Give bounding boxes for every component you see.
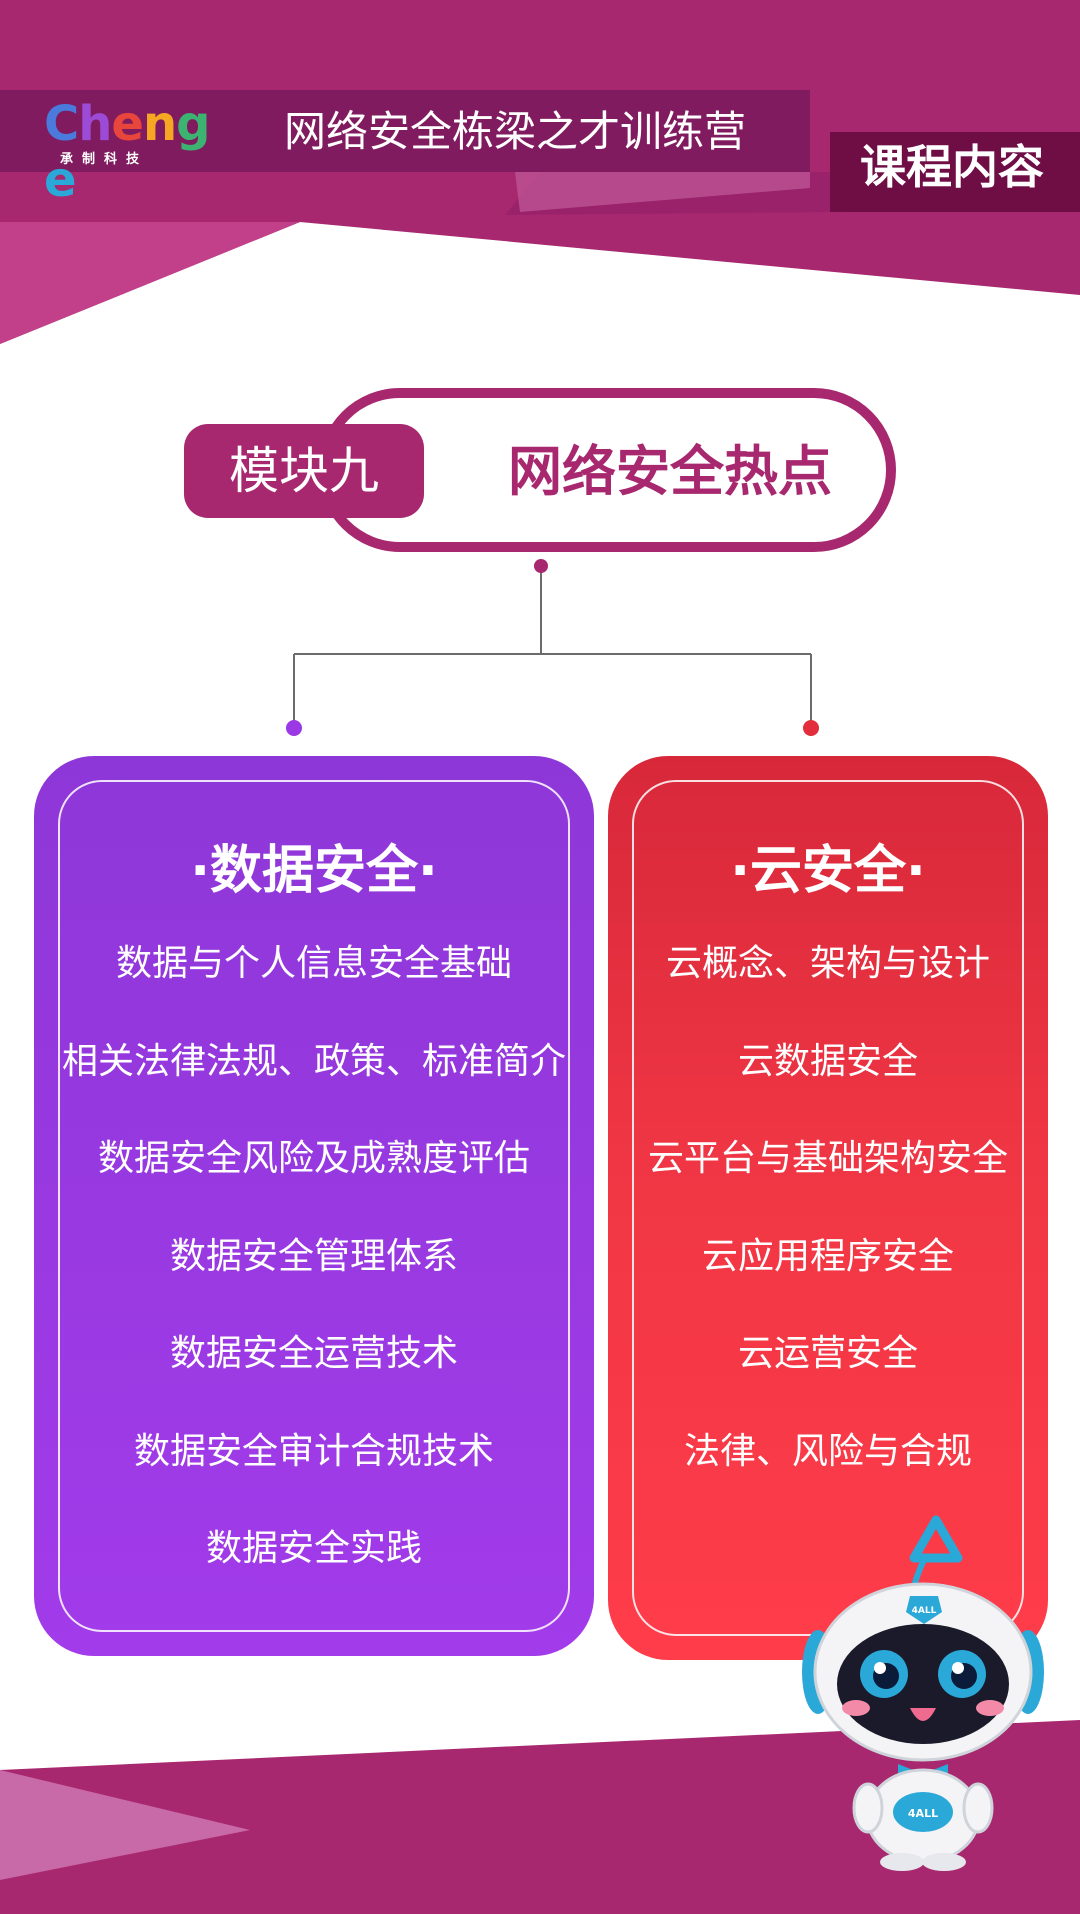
list-item: 云概念、架构与设计: [665, 943, 990, 984]
logo-letter: h: [78, 96, 112, 152]
badge-text: 4ALL: [912, 1606, 937, 1616]
logo-letter: g: [176, 96, 210, 152]
logo-letter: n: [142, 96, 177, 152]
header-bar: [0, 90, 810, 172]
data-security-card: ·数据安全· 数据与个人信息安全基础 相关法律法规、政策、标准简介 数据安全风险…: [34, 756, 594, 1656]
belly-text: 4ALL: [908, 1807, 938, 1820]
card-border: [58, 780, 570, 1632]
list-item: 数据安全运营技术: [169, 1333, 458, 1374]
card-title: ·云安全·: [730, 841, 926, 901]
list-item: 数据安全审计合规技术: [133, 1430, 494, 1472]
cloud-security-card: ·云安全· 云概念、架构与设计 云数据安全 云平台与基础架构安全 云应用程序安全…: [608, 756, 1048, 1660]
logo-letter: C: [44, 96, 79, 152]
module-tag: 模块九: [184, 424, 424, 518]
card-list: 云概念、架构与设计 云数据安全 云平台与基础架构安全 云应用程序安全 云运营安全…: [608, 934, 1048, 1519]
list-item: 数据与个人信息安全基础: [115, 943, 512, 984]
list-item: 数据安全风险及成熟度评估: [97, 1138, 530, 1179]
section-label: 课程内容: [860, 140, 1044, 194]
card-title: ·数据安全·: [190, 841, 438, 901]
list-item: 云平台与基础架构安全: [647, 1138, 1008, 1179]
list-item: 云运营安全: [737, 1333, 918, 1374]
brand-logo: Chenge 承制科技: [44, 96, 224, 208]
camp-title: 网络安全栋梁之才训练营: [284, 107, 747, 156]
logo-letter: e: [111, 96, 144, 152]
logo-letter: e: [44, 152, 77, 208]
list-item: 相关法律法规、政策、标准简介: [61, 1040, 566, 1082]
logo-subtitle: 承制科技: [60, 152, 149, 167]
list-item: 法律、风险与合规: [683, 1430, 972, 1472]
list-item: 数据安全管理体系: [169, 1235, 458, 1277]
card-list: 数据与个人信息安全基础 相关法律法规、政策、标准简介 数据安全风险及成熟度评估 …: [34, 934, 594, 1617]
module-title: 网络安全热点: [508, 440, 832, 503]
list-item: 数据安全实践: [205, 1528, 422, 1569]
logo-wordmark: Chenge: [44, 96, 224, 208]
robot-mascot-icon: 4ALL 4ALL: [802, 1515, 1044, 1871]
list-item: 云应用程序安全: [701, 1235, 954, 1277]
list-item: 云数据安全: [737, 1040, 918, 1082]
